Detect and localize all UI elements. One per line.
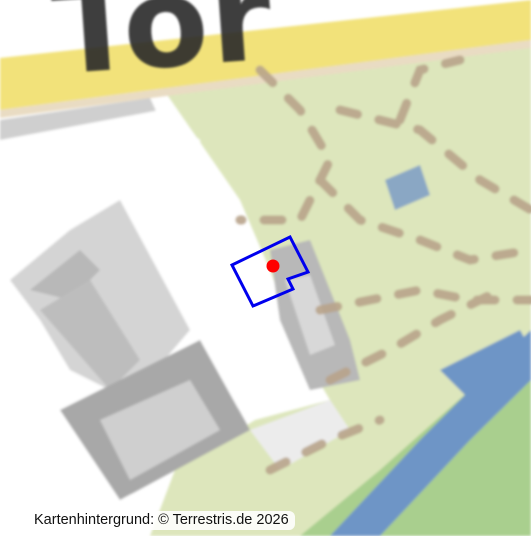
footpath-a	[235, 65, 336, 225]
footpath-e	[325, 285, 505, 385]
park-area	[150, 30, 531, 536]
parcel-outline[interactable]	[229, 235, 311, 308]
street-name-label: Tor	[48, 0, 278, 104]
water-inlet	[440, 330, 531, 400]
footpath-c	[315, 175, 531, 265]
footpath-b	[335, 105, 531, 215]
footpath-f	[265, 415, 385, 475]
footpath-g	[395, 55, 465, 125]
road-yellow	[0, 0, 531, 110]
map-attribution: Kartenhintergrund: © Terrestris.de 2026	[28, 511, 295, 530]
footpath-d	[315, 285, 531, 315]
small-water-pond	[385, 165, 430, 210]
location-marker[interactable]	[266, 259, 280, 273]
grass-strip	[300, 330, 531, 536]
